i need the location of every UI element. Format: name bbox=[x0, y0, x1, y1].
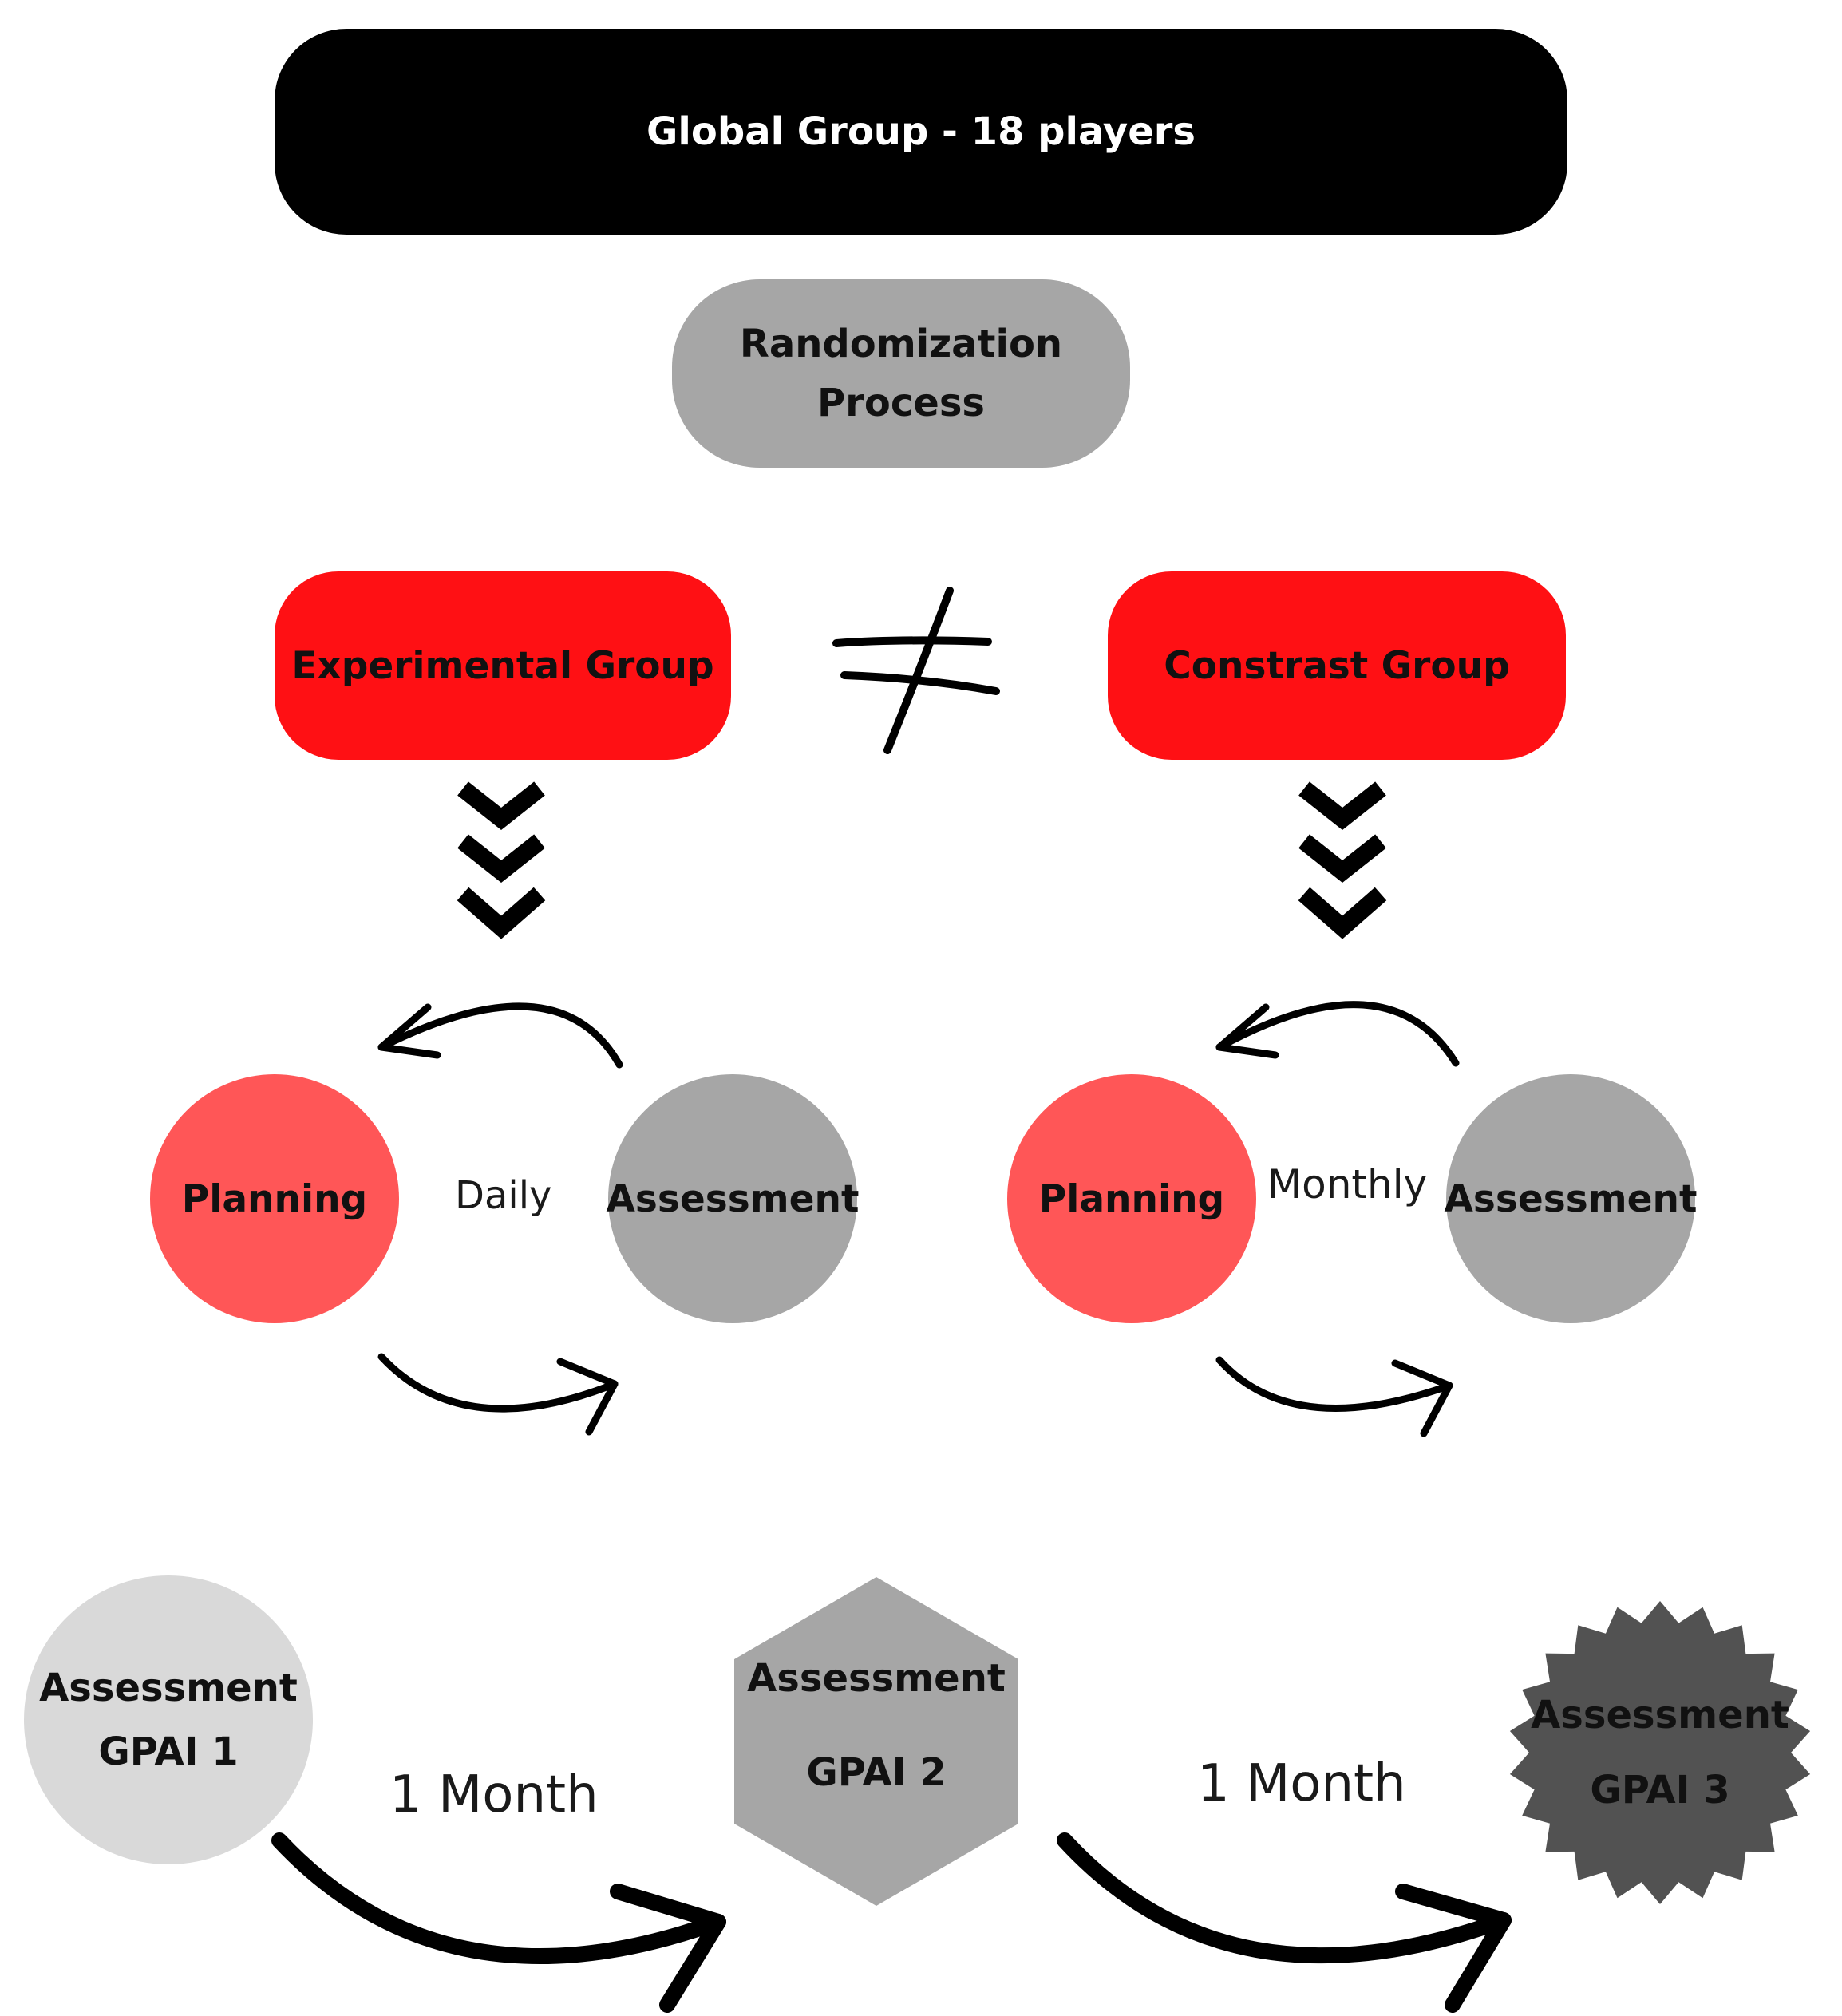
interval-arrow-2 bbox=[1057, 1832, 1512, 2013]
assessment-gpai3-badge: Assessment GPAI 3 bbox=[1507, 1599, 1813, 1906]
assessment-gpai3-line2: GPAI 3 bbox=[1590, 1768, 1730, 1812]
contrast-group-label: Constrast Group bbox=[1164, 643, 1510, 688]
randomization-label: Randomization Process bbox=[740, 314, 1062, 433]
assessment-gpai2-label: Assessment GPAI 2 bbox=[747, 1631, 1006, 1820]
planning-label-right: Planning bbox=[1038, 1176, 1225, 1221]
starburst-badge-shape bbox=[1509, 1601, 1811, 1904]
assessment-gpai2-line2: GPAI 2 bbox=[806, 1750, 947, 1795]
contrast-group-box: Constrast Group bbox=[1108, 571, 1566, 760]
global-group-label: Global Group - 18 players bbox=[646, 109, 1196, 154]
randomization-line2: Process bbox=[817, 381, 985, 425]
cycle-arrow-bottom-left bbox=[377, 1353, 619, 1436]
cycle-arrow-bottom-right bbox=[1215, 1356, 1453, 1437]
assessment-gpai2-line1: Assessment bbox=[747, 1656, 1006, 1701]
experimental-group-box: Experimental Group bbox=[275, 571, 731, 760]
randomization-box: Randomization Process bbox=[672, 279, 1130, 468]
assessment-circle-right: Assessment bbox=[1444, 1074, 1698, 1323]
interval-label-1: 1 Month bbox=[389, 1765, 599, 1824]
assessment-gpai3-text-area: Assessment GPAI 3 bbox=[1507, 1599, 1813, 1906]
assessment-label-right: Assessment bbox=[1444, 1176, 1698, 1221]
planning-circle-left: Planning bbox=[150, 1074, 399, 1323]
planning-label-left: Planning bbox=[181, 1176, 368, 1221]
interval-label-2: 1 Month bbox=[1197, 1754, 1406, 1813]
assessment-gpai3-line1: Assessment bbox=[1531, 1693, 1789, 1737]
daily-frequency-label: Daily bbox=[455, 1173, 552, 1218]
assessment-gpai1-line2: GPAI 1 bbox=[98, 1729, 239, 1774]
assessment-gpai3-label: Assessment GPAI 3 bbox=[1531, 1678, 1789, 1828]
assessment-gpai1-label: Assessment GPAI 1 bbox=[39, 1656, 298, 1784]
assessment-gpai1-circle: Assessment GPAI 1 bbox=[24, 1575, 313, 1864]
interval-arrow-1 bbox=[271, 1832, 726, 2013]
chevron-down-icon-left bbox=[457, 781, 546, 939]
experimental-group-label: Experimental Group bbox=[291, 643, 714, 688]
planning-circle-right: Planning bbox=[1007, 1074, 1256, 1323]
monthly-frequency-label: Monthly bbox=[1267, 1161, 1428, 1208]
randomization-line1: Randomization bbox=[739, 322, 1063, 366]
cycle-arrow-top-right bbox=[1215, 1001, 1460, 1067]
chevron-down-icon-right bbox=[1298, 781, 1387, 939]
assessment-label-left: Assessment bbox=[606, 1176, 860, 1221]
assessment-circle-left: Assessment bbox=[606, 1074, 860, 1323]
assessment-gpai1-line1: Assessment bbox=[39, 1666, 298, 1710]
cycle-arrow-top-left bbox=[377, 1002, 623, 1069]
global-group-box: Global Group - 18 players bbox=[275, 29, 1567, 235]
not-equal-icon bbox=[832, 587, 1000, 754]
